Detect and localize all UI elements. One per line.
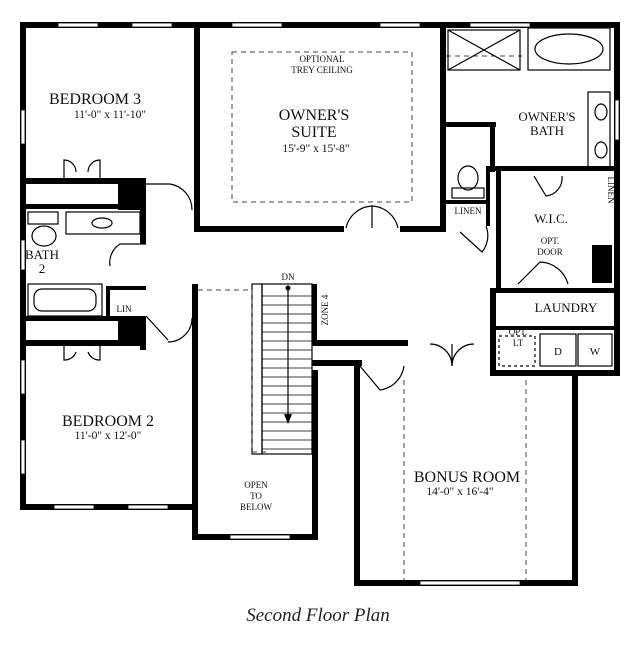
owners-bath-line2: BATH	[530, 123, 564, 138]
open-below-line3: BELOW	[240, 502, 272, 512]
owners-bath-fixtures	[447, 27, 611, 199]
linen-center-label: LINEN	[455, 206, 482, 216]
bath2-fixtures	[27, 211, 141, 317]
staircase	[198, 283, 313, 455]
zone-label: ZONE 4	[320, 294, 330, 325]
owners-suite-name-line2: SUITE	[291, 124, 336, 141]
bonus-room-name: BONUS ROOM	[414, 469, 520, 486]
bath2-line1: BATH	[25, 247, 59, 262]
plan-caption: Second Floor Plan	[246, 605, 390, 626]
doors	[63, 159, 569, 391]
wic-opt-line1: OPT.	[541, 236, 560, 246]
opt-lt-line2: LT	[513, 338, 524, 348]
trey-ceiling-outline	[231, 51, 413, 203]
open-below-line2: TO	[250, 491, 262, 501]
wic-name: W.I.C.	[534, 211, 568, 226]
owners-suite-name-line1: OWNER'S	[279, 107, 349, 124]
bedroom2-name: BEDROOM 2	[62, 413, 154, 430]
stair-dn-label: DN	[282, 272, 295, 282]
trey-ceiling-line1: OPTIONAL	[300, 54, 345, 64]
wic-opt-line2: DOOR	[537, 247, 563, 257]
bedroom2-dims: 11'-0" x 12'-0"	[75, 430, 142, 442]
owners-bath-line1: OWNER'S	[518, 109, 575, 124]
bedroom3-name: BEDROOM 3	[49, 91, 141, 108]
laundry-fixtures	[498, 333, 613, 367]
linen-side-label: LINEN	[606, 177, 616, 204]
interior-walls	[20, 22, 614, 510]
washer-label: W	[590, 346, 601, 358]
lin-label: LIN	[117, 304, 132, 314]
bedroom3-dims: 11'-0" x 11'-10"	[74, 109, 146, 121]
dryer-label: D	[554, 346, 562, 358]
bath2-line2: 2	[39, 261, 46, 276]
bonus-room-dims: 14'-0" x 16'-4"	[426, 486, 493, 498]
laundry-label: LAUNDRY	[535, 300, 598, 315]
trey-ceiling-line2: TREY CEILING	[291, 65, 353, 75]
windows	[20, 22, 620, 586]
opt-lt-line1: OPT.	[509, 327, 528, 337]
open-below-line1: OPEN	[244, 480, 268, 490]
owners-suite-dims: 15'-9" x 15'-8"	[282, 143, 349, 155]
